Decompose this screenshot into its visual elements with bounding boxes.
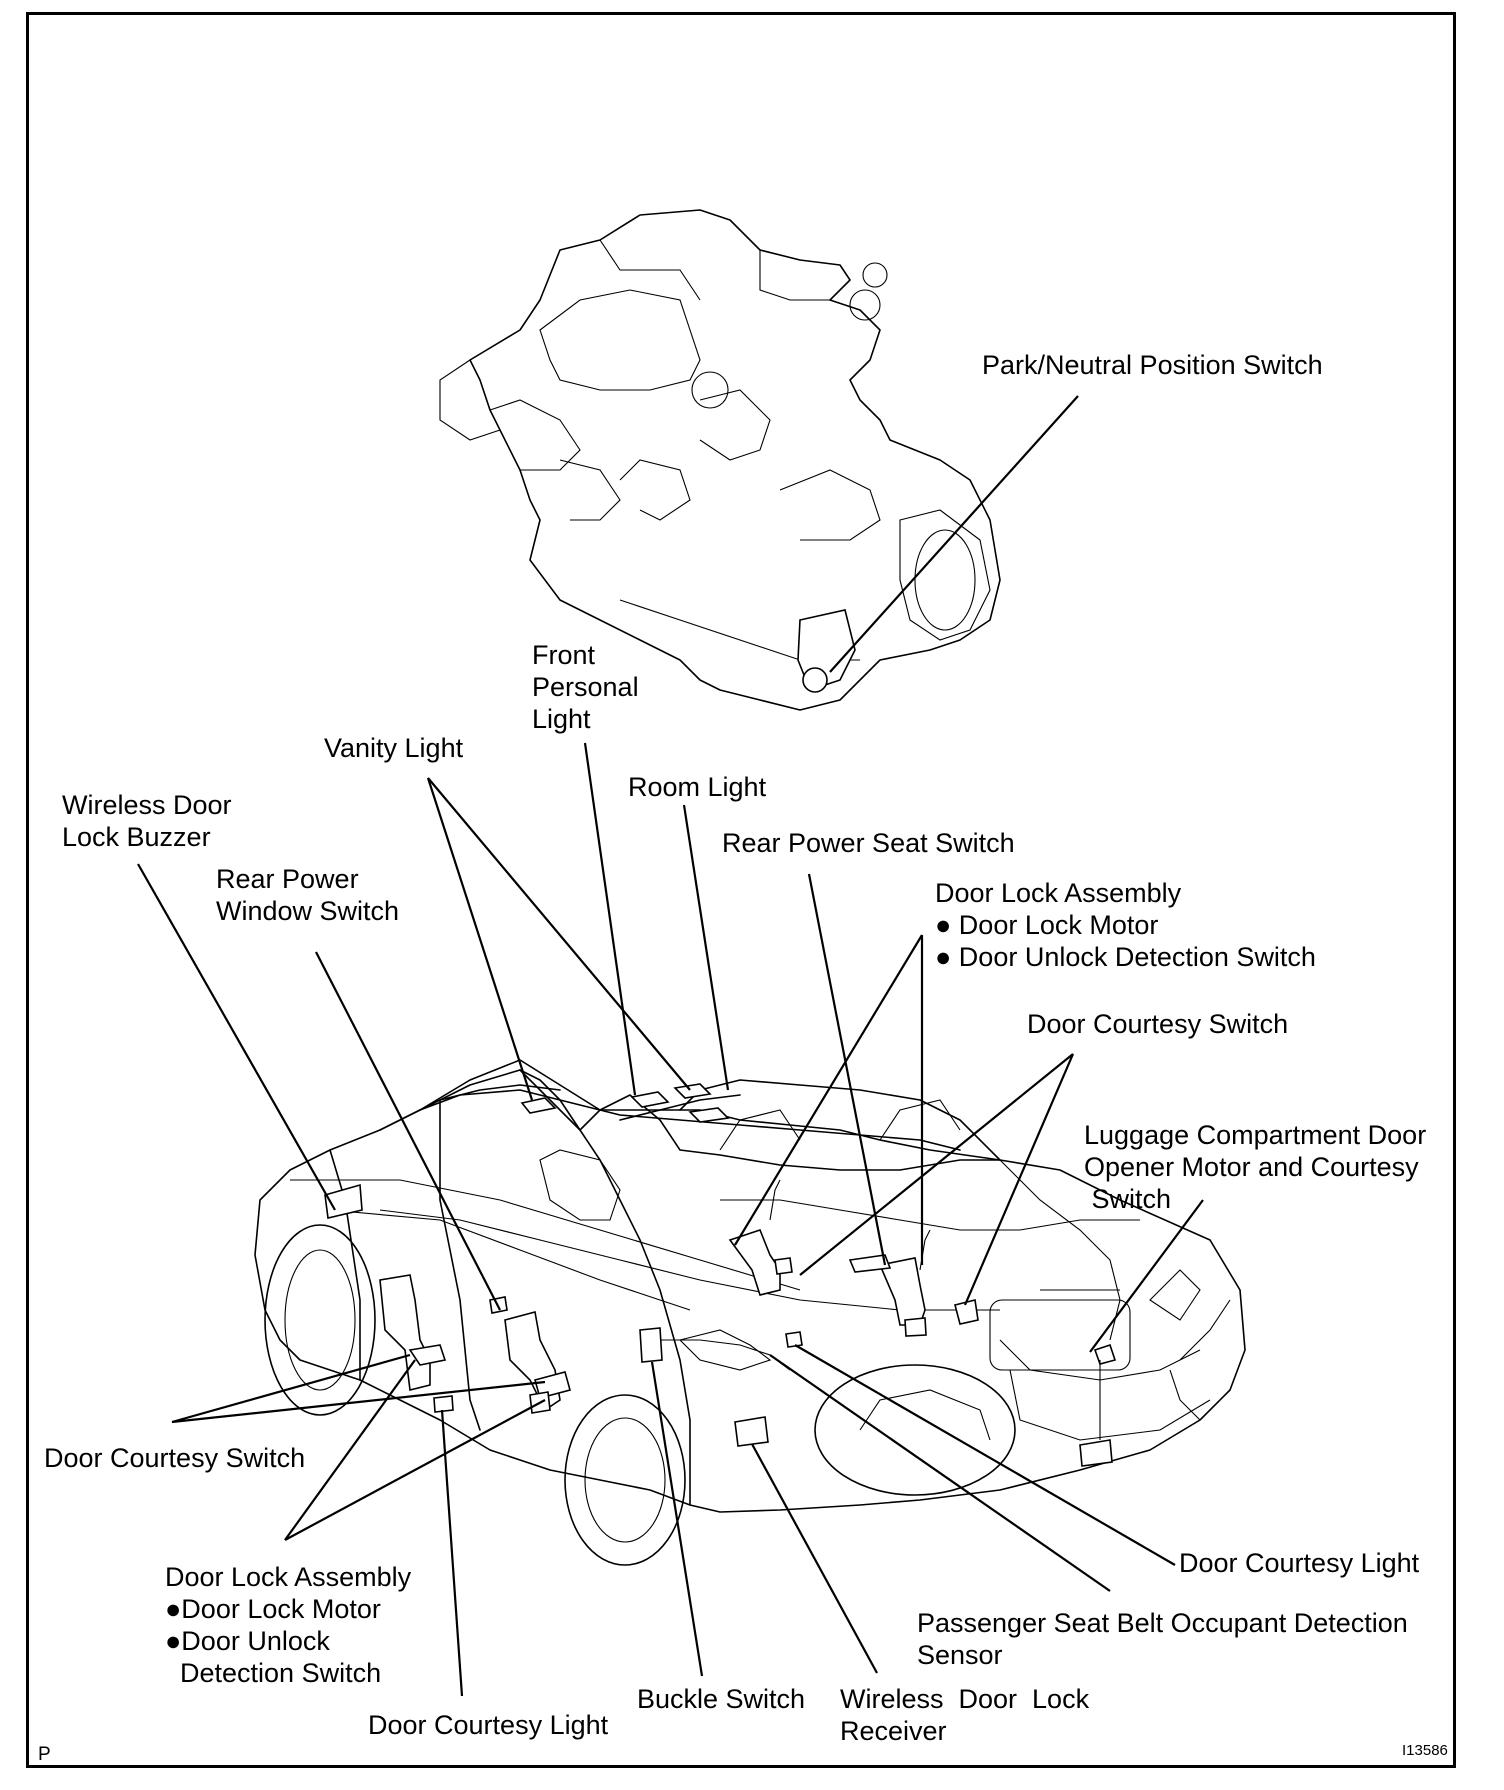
label-wireless-door-lock-buzzer-line1: Wireless Door xyxy=(62,790,232,820)
label-door-lock-assembly-right-line1: Door Lock Assembly xyxy=(935,878,1182,908)
door-hardware-parts xyxy=(379,1179,1117,1467)
diagram-frame xyxy=(26,12,1456,1768)
label-door-lock-assembly-left-line4: Detection Switch xyxy=(165,1658,382,1688)
label-door-courtesy-light-right: Door Courtesy Light xyxy=(1179,1548,1420,1578)
label-front-personal-light-line1: Front xyxy=(532,640,596,670)
figure-id: I13586 xyxy=(1402,1742,1448,1759)
label-vanity-light: Vanity Light xyxy=(324,733,464,763)
label-door-lock-assembly-left-line2: ●Door Lock Motor xyxy=(165,1594,381,1624)
label-park-neutral-position-switch: Park/Neutral Position Switch xyxy=(982,350,1323,380)
label-wireless-door-lock-receiver-line1: Wireless Door Lock xyxy=(840,1684,1090,1714)
leader-lines xyxy=(137,395,1204,1697)
label-door-lock-assembly-right-line2: ● Door Lock Motor xyxy=(935,910,1159,940)
label-passenger-seat-belt-line2: Sensor xyxy=(917,1640,1003,1670)
label-front-personal-light-line2: Personal xyxy=(532,672,639,702)
label-luggage-compartment-line1: Luggage Compartment Door xyxy=(1084,1120,1427,1150)
label-wireless-door-lock-receiver-line2: Receiver xyxy=(840,1716,947,1746)
label-room-light: Room Light xyxy=(628,772,767,802)
label-door-lock-assembly-right-line3: ● Door Unlock Detection Switch xyxy=(935,942,1316,972)
roof-lamps xyxy=(520,1083,730,1123)
label-buckle-switch: Buckle Switch xyxy=(637,1684,806,1714)
label-rear-power-window-switch-line2: Window Switch xyxy=(216,896,400,926)
label-luggage-compartment-line3: Switch xyxy=(1084,1184,1172,1214)
label-rear-power-seat-switch: Rear Power Seat Switch xyxy=(722,828,1015,858)
label-wireless-door-lock-buzzer-line2: Lock Buzzer xyxy=(62,822,211,852)
label-door-courtesy-light-bottom: Door Courtesy Light xyxy=(368,1710,609,1740)
engine-transmission-illustration xyxy=(439,209,1001,711)
label-front-personal-light-line3: Light xyxy=(532,704,591,734)
label-door-courtesy-switch-left: Door Courtesy Switch xyxy=(44,1443,306,1473)
label-rear-power-window-switch-line1: Rear Power xyxy=(216,864,359,894)
label-passenger-seat-belt-line1: Passenger Seat Belt Occupant Detection xyxy=(917,1608,1408,1638)
label-door-lock-assembly-left-line1: Door Lock Assembly xyxy=(165,1562,412,1592)
page-letter: P xyxy=(38,1744,51,1765)
label-door-lock-assembly-left-line3: ●Door Unlock xyxy=(165,1626,330,1656)
label-door-courtesy-switch-right: Door Courtesy Switch xyxy=(1027,1009,1289,1039)
vehicle-illustration xyxy=(254,1059,1246,1566)
label-luggage-compartment-line2: Opener Motor and Courtesy xyxy=(1084,1152,1419,1182)
